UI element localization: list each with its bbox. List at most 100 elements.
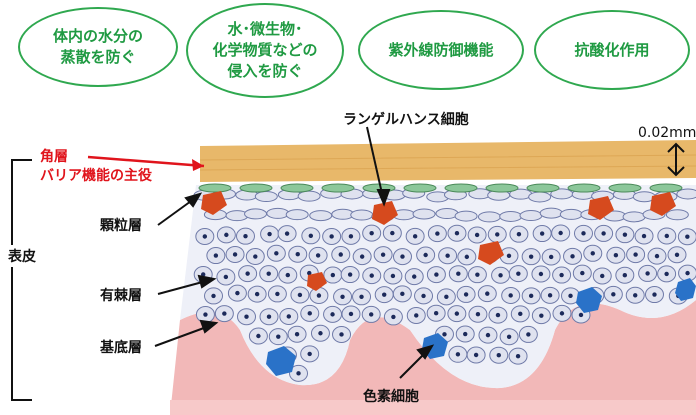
cell-nucleus bbox=[623, 273, 627, 277]
label-langerhans: ランゲルハンス細胞 bbox=[343, 109, 469, 129]
cell-nucleus bbox=[442, 332, 446, 336]
granular-cell bbox=[199, 184, 231, 192]
cell-nucleus bbox=[214, 253, 218, 257]
cell-nucleus bbox=[665, 234, 669, 238]
cell-nucleus bbox=[517, 232, 521, 236]
label-spinous: 有棘層 bbox=[100, 285, 142, 305]
cell-nucleus bbox=[414, 313, 418, 317]
granular-cell bbox=[527, 184, 559, 192]
epidermis-bracket bbox=[12, 160, 32, 400]
cell-nucleus bbox=[340, 295, 344, 299]
epidermal-cell bbox=[540, 208, 562, 218]
cell-nucleus bbox=[548, 293, 552, 297]
cell-nucleus bbox=[331, 273, 335, 277]
cell-nucleus bbox=[308, 311, 312, 315]
label-epidermis: 表皮 bbox=[8, 245, 36, 267]
epidermal-cell bbox=[310, 211, 332, 221]
cell-nucleus bbox=[600, 274, 604, 278]
cell-nucleus bbox=[255, 292, 259, 296]
epidermal-cell bbox=[478, 212, 500, 222]
cell-nucleus bbox=[369, 312, 373, 316]
cell-nucleus bbox=[330, 312, 334, 316]
cell-nucleus bbox=[455, 231, 459, 235]
cell-nucleus bbox=[339, 252, 343, 256]
epidermal-cell bbox=[560, 209, 582, 219]
cell-nucleus bbox=[580, 271, 584, 275]
cell-nucleus bbox=[318, 331, 322, 335]
cell-nucleus bbox=[486, 333, 490, 337]
cell-nucleus bbox=[224, 233, 228, 237]
cell-nucleus bbox=[558, 231, 562, 235]
epidermal-cell bbox=[286, 210, 308, 220]
cell-nucleus bbox=[434, 272, 438, 276]
cell-nucleus bbox=[296, 252, 300, 256]
cell-nucleus bbox=[614, 253, 618, 257]
cell-nucleus bbox=[391, 315, 395, 319]
cell-nucleus bbox=[675, 253, 679, 257]
cell-nucleus bbox=[539, 272, 543, 276]
cell-nucleus bbox=[579, 313, 583, 317]
cell-nucleus bbox=[224, 275, 228, 279]
cell-nucleus bbox=[529, 254, 533, 258]
cell-nucleus bbox=[382, 292, 386, 296]
epidermal-cell bbox=[666, 210, 688, 220]
cell-nucleus bbox=[329, 234, 333, 238]
cell-nucleus bbox=[507, 335, 511, 339]
cell-nucleus bbox=[286, 273, 290, 277]
epidermal-cell bbox=[529, 192, 551, 202]
cell-nucleus bbox=[516, 271, 520, 275]
cell-nucleus bbox=[495, 232, 499, 236]
granular-cell bbox=[281, 184, 313, 192]
epidermal-cell bbox=[255, 192, 277, 202]
cell-nucleus bbox=[623, 232, 627, 236]
cell-nucleus bbox=[685, 235, 689, 239]
cell-nucleus bbox=[222, 311, 226, 315]
cell-nucleus bbox=[317, 293, 321, 297]
cell-nucleus bbox=[526, 332, 530, 336]
cell-nucleus bbox=[645, 271, 649, 275]
cell-nucleus bbox=[485, 291, 489, 295]
cell-nucleus bbox=[642, 234, 646, 238]
epidermal-cell bbox=[413, 209, 435, 219]
cell-nucleus bbox=[529, 294, 533, 298]
epidermal-cell bbox=[623, 212, 645, 222]
granular-cell bbox=[404, 184, 436, 192]
cell-nucleus bbox=[275, 292, 279, 296]
cell-nucleus bbox=[370, 273, 374, 277]
cell-nucleus bbox=[475, 272, 479, 276]
cell-nucleus bbox=[256, 334, 260, 338]
cell-nucleus bbox=[540, 231, 544, 235]
cell-nucleus bbox=[539, 313, 543, 317]
cell-nucleus bbox=[465, 255, 469, 259]
cell-nucleus bbox=[456, 272, 460, 276]
cell-nucleus bbox=[267, 232, 271, 236]
granular-cell bbox=[568, 184, 600, 192]
epidermal-cell bbox=[267, 208, 289, 218]
cell-nucleus bbox=[591, 251, 595, 255]
cell-nucleus bbox=[413, 234, 417, 238]
cell-nucleus bbox=[295, 332, 299, 336]
cell-nucleus bbox=[400, 292, 404, 296]
cell-nucleus bbox=[508, 293, 512, 297]
label-barrier: バリア機能の主役 bbox=[40, 165, 152, 185]
label-basal: 基底層 bbox=[100, 337, 142, 357]
cell-nucleus bbox=[435, 231, 439, 235]
cell-nucleus bbox=[267, 314, 271, 318]
epidermal-cell bbox=[351, 210, 373, 220]
cell-nucleus bbox=[391, 274, 395, 278]
cell-nucleus bbox=[581, 231, 585, 235]
cell-nucleus bbox=[516, 354, 520, 358]
cell-nucleus bbox=[307, 352, 311, 356]
epidermal-cell bbox=[520, 211, 542, 221]
cell-nucleus bbox=[560, 311, 564, 315]
cell-nucleus bbox=[476, 312, 480, 316]
label-thickness: 0.02mm bbox=[638, 125, 696, 141]
cell-nucleus bbox=[633, 252, 637, 256]
cell-nucleus bbox=[444, 295, 448, 299]
cell-nucleus bbox=[421, 294, 425, 298]
cell-nucleus bbox=[507, 254, 511, 258]
cell-nucleus bbox=[496, 313, 500, 317]
label-granular: 顆粒層 bbox=[100, 215, 142, 235]
cell-nucleus bbox=[339, 332, 343, 336]
cell-nucleus bbox=[423, 253, 427, 257]
